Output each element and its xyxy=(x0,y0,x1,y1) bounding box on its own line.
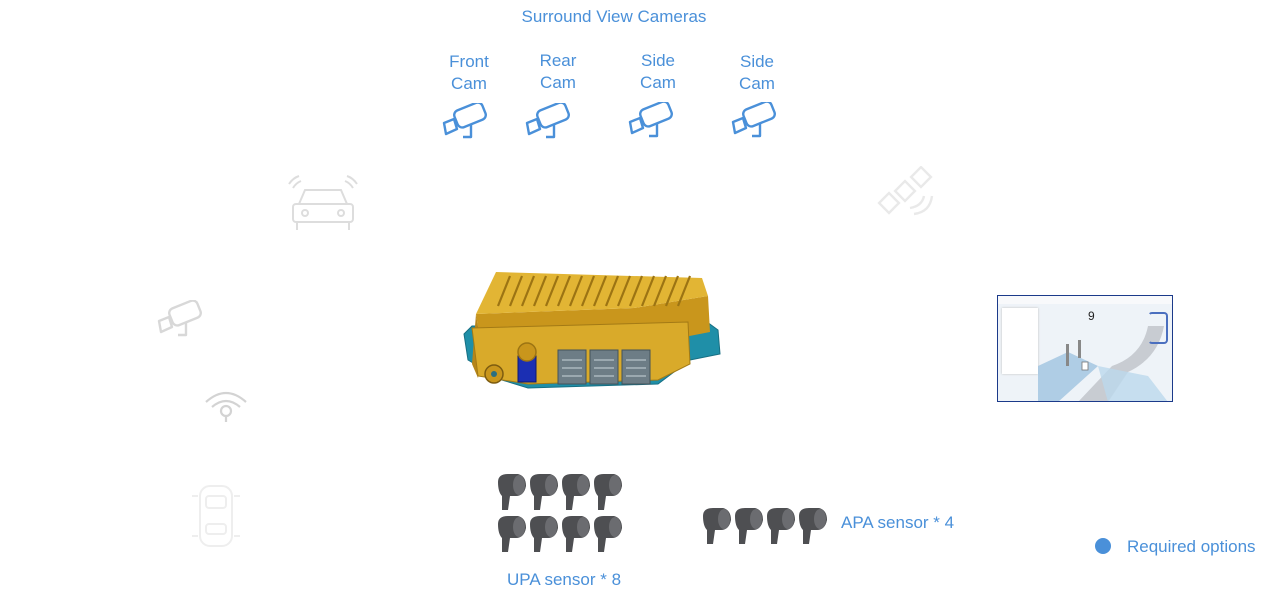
apa-sensor-label: APA sensor * 4 xyxy=(841,513,955,532)
upa-sensor xyxy=(498,474,526,510)
display-side-panel xyxy=(1002,308,1038,374)
apa-sensor-group xyxy=(703,508,827,544)
camera-label-rear: Rear Cam xyxy=(523,50,593,94)
camera-label-line1: Side Cam xyxy=(640,51,676,92)
wifi-location-icon xyxy=(205,391,247,422)
upa-sensor xyxy=(594,516,622,552)
camera-label-side-1: Side Cam xyxy=(623,50,693,94)
upa-sensor xyxy=(530,516,558,552)
apa-sensor xyxy=(767,508,795,544)
camera-label-line1: Side Cam xyxy=(739,52,775,93)
display-gauge xyxy=(1148,312,1168,344)
upa-sensor-label: UPA sensor * 8 xyxy=(507,570,622,589)
camera-label-side-2: Side Cam xyxy=(722,51,792,95)
camera-icon xyxy=(525,103,570,139)
apa-sensor xyxy=(735,508,763,544)
upa-sensor xyxy=(562,474,590,510)
upa-sensor-group xyxy=(498,474,622,552)
camera-label-line1: Rear Cam xyxy=(539,51,577,92)
diagram-title: Surround View Cameras xyxy=(521,7,707,26)
upa-sensor xyxy=(498,516,526,552)
car-top-view-icon xyxy=(192,485,240,547)
camera-icon xyxy=(731,102,776,138)
camera-label-line1: Front Cam xyxy=(449,52,489,93)
camera-icon xyxy=(628,102,673,138)
radar-car-icon xyxy=(288,175,358,230)
display-road-scene xyxy=(1038,326,1168,401)
ecu-controller-image xyxy=(463,272,721,389)
apa-sensor xyxy=(703,508,731,544)
display-speed: 9 xyxy=(1088,309,1095,323)
display-screen: 9 xyxy=(997,295,1173,402)
camera-label-front: Front Cam xyxy=(434,51,504,95)
upa-sensor xyxy=(530,474,558,510)
legend-label: Required options xyxy=(1127,537,1256,556)
upa-sensor xyxy=(594,474,622,510)
satellite-icon xyxy=(877,166,934,216)
legend-dot xyxy=(1095,538,1111,554)
display-status-bar xyxy=(998,296,1172,304)
apa-sensor xyxy=(799,508,827,544)
camera-icon xyxy=(157,300,202,337)
camera-icon xyxy=(442,103,487,139)
upa-sensor xyxy=(562,516,590,552)
